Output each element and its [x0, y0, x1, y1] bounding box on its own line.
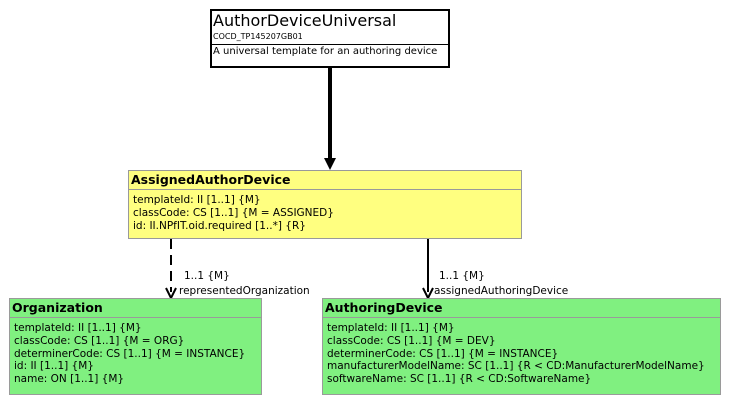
represented-role: representedOrganization [179, 285, 310, 297]
assigned-role: assignedAuthoringDevice [434, 285, 569, 297]
root-title: AuthorDeviceUniversal [213, 11, 397, 30]
attribute: determinerCode: CS [1..1] {M = INSTANCE} [327, 347, 559, 360]
authoring-device-class[interactable]: AuthoringDevice templateId: II [1..1] {M… [322, 298, 721, 395]
attribute: softwareName: SC [1..1] {R < CD:Software… [327, 373, 592, 386]
represented-multiplicity: 1..1 {M} [184, 270, 230, 282]
attribute: manufacturerModelName: SC [1..1] {R < CD… [327, 360, 705, 373]
attribute: determinerCode: CS [1..1] {M = INSTANCE} [14, 347, 246, 360]
root-template-box[interactable]: AuthorDeviceUniversal COCD_TP145207GB01 … [210, 9, 450, 68]
attribute: id: II [1..1] {M} [14, 360, 94, 373]
attribute: templateId: II [1..1] {M} [14, 322, 142, 334]
attribute-list: templateId: II [1..1] {M} classCode: CS … [323, 318, 720, 386]
attribute: classCode: CS [1..1] {M = ASSIGNED} [133, 206, 334, 219]
attribute: name: ON [1..1] {M} [14, 373, 125, 386]
attribute: templateId: II [1..1] {M} [133, 194, 261, 206]
root-arrowhead [324, 158, 336, 170]
class-name: AssignedAuthorDevice [129, 171, 521, 190]
attribute: templateId: II [1..1] {M} [327, 322, 455, 334]
attribute: classCode: CS [1..1] {M = DEV} [327, 334, 496, 347]
assigned-multiplicity: 1..1 {M} [439, 270, 485, 282]
attribute-list: templateId: II [1..1] {M} classCode: CS … [129, 190, 521, 232]
attribute: classCode: CS [1..1] {M = ORG} [14, 334, 185, 347]
class-name: AuthoringDevice [323, 299, 720, 318]
organization-class[interactable]: Organization templateId: II [1..1] {M} c… [9, 298, 262, 395]
root-description: A universal template for an authoring de… [212, 44, 448, 59]
class-name: Organization [10, 299, 261, 318]
root-code: COCD_TP145207GB01 [213, 32, 303, 41]
assigned-author-device-class[interactable]: AssignedAuthorDevice templateId: II [1..… [128, 170, 522, 239]
attribute: id: II.NPfIT.oid.required [1..*] {R} [133, 219, 306, 232]
attribute-list: templateId: II [1..1] {M} classCode: CS … [10, 318, 261, 386]
